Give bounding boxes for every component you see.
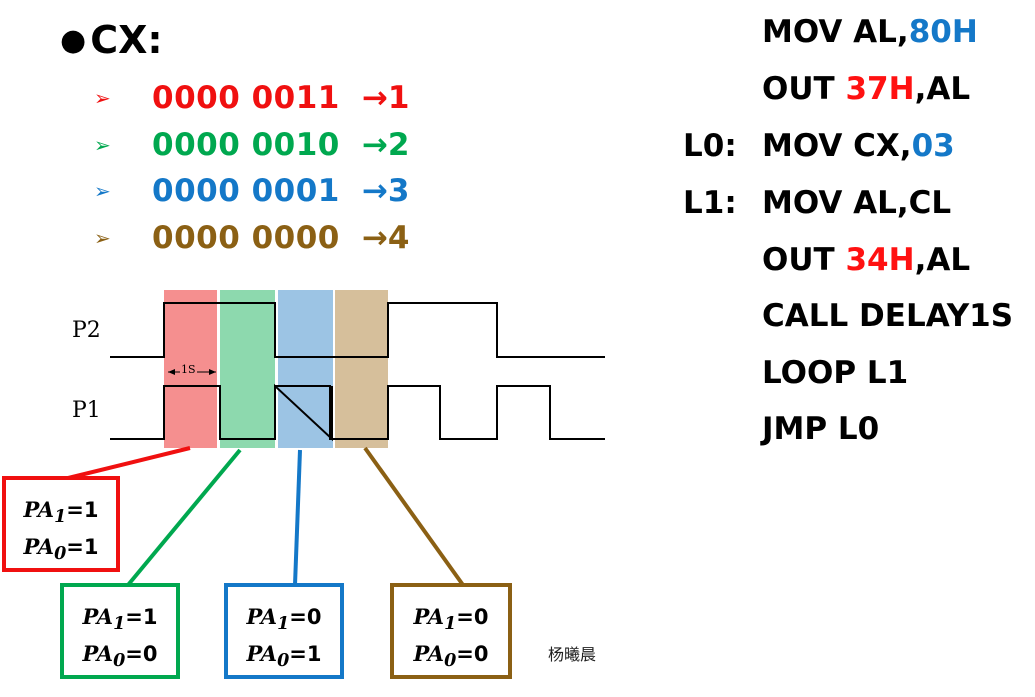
pa0-name: PA bbox=[246, 641, 278, 667]
interval-band-4 bbox=[335, 290, 388, 448]
code-op: LOOP L1 bbox=[762, 355, 909, 391]
pa0-sub: 0 bbox=[444, 651, 457, 672]
code-arg: 80H bbox=[908, 14, 978, 50]
interval-arrowhead-right-icon bbox=[209, 369, 216, 375]
pa1-row: PA1=1 bbox=[23, 497, 99, 528]
author-name: 杨曦晨 bbox=[548, 645, 597, 664]
pa0-row: PA0=1 bbox=[23, 534, 99, 565]
pa1-sub: 1 bbox=[54, 507, 67, 528]
code-line: MOV CX,03 bbox=[762, 128, 955, 164]
signal-label-p2: P2 bbox=[72, 318, 101, 343]
cx-count: →4 bbox=[361, 220, 410, 256]
interval-arrowhead-left-icon bbox=[168, 369, 175, 375]
pa1-name: PA bbox=[413, 604, 445, 629]
pa0-row: PA0=1 bbox=[246, 641, 322, 672]
code-op: OUT bbox=[762, 242, 846, 278]
pa1-sub: 1 bbox=[277, 614, 290, 635]
p1-waveform-cont bbox=[275, 385, 605, 440]
cx-bits: 0000 0001 bbox=[152, 173, 340, 209]
pa0-name: PA bbox=[23, 534, 55, 560]
pa1-row: PA1=1 bbox=[82, 604, 158, 635]
pa1-sub: 1 bbox=[444, 614, 457, 635]
interval-band-2 bbox=[220, 290, 275, 448]
code-arg: 03 bbox=[911, 128, 955, 164]
pa-box-1: PA1=1 PA0=1 bbox=[2, 476, 120, 572]
cx-item-4: ➢ 0000 0000 →4 bbox=[94, 220, 409, 256]
code-line: CALL DELAY1S bbox=[762, 298, 1013, 334]
pa1-name: PA bbox=[23, 497, 55, 522]
pa-box-2: PA1=1 PA0=0 bbox=[60, 583, 180, 679]
arrowhead-bullet-icon: ➢ bbox=[94, 133, 111, 157]
pa0-value: 1 bbox=[83, 535, 99, 560]
pa1-sub: 1 bbox=[113, 614, 126, 635]
code-op: MOV AL,CL bbox=[762, 185, 952, 221]
cx-item-1: ➢ 0000 0011 →1 bbox=[94, 80, 409, 116]
pa0-value: 0 bbox=[142, 642, 158, 667]
cx-bits: 0000 0000 bbox=[152, 220, 340, 256]
slide-title: ●CX: bbox=[60, 18, 163, 62]
cx-item-3: ➢ 0000 0001 →3 bbox=[94, 173, 409, 209]
pa0-name: PA bbox=[413, 641, 445, 667]
connector-red bbox=[59, 446, 191, 482]
cx-bits: 0000 0010 bbox=[152, 127, 340, 163]
pa0-row: PA0=0 bbox=[82, 641, 158, 672]
pa-box-3: PA1=0 PA0=1 bbox=[224, 583, 344, 679]
interval-band-3 bbox=[278, 290, 333, 448]
pa1-row: PA1=0 bbox=[246, 604, 322, 635]
code-op: OUT bbox=[762, 71, 846, 107]
code-op: MOV CX, bbox=[762, 128, 912, 164]
signal-label-p1: P1 bbox=[72, 398, 101, 423]
pa0-name: PA bbox=[82, 641, 114, 667]
pa0-row: PA0=0 bbox=[413, 641, 489, 672]
code-line: JMP L0 bbox=[762, 411, 879, 447]
pa1-value: 0 bbox=[306, 605, 322, 629]
cx-count: →1 bbox=[361, 80, 410, 116]
code-line: MOV AL,CL bbox=[762, 185, 951, 221]
arrowhead-bullet-icon: ➢ bbox=[94, 179, 111, 203]
cx-count: →2 bbox=[361, 127, 410, 163]
pa1-row: PA1=0 bbox=[413, 604, 489, 635]
cx-bits: 0000 0011 bbox=[152, 80, 340, 116]
interval-label: 1S bbox=[180, 363, 197, 376]
code-tail: ,AL bbox=[914, 242, 971, 278]
arrowhead-bullet-icon: ➢ bbox=[94, 86, 111, 110]
code-op: MOV AL, bbox=[762, 14, 909, 50]
pa0-sub: 0 bbox=[54, 544, 67, 565]
code-op: CALL DELAY1S bbox=[762, 298, 1014, 334]
pa1-value: 1 bbox=[83, 498, 99, 522]
code-op: JMP L0 bbox=[762, 411, 880, 447]
cx-item-2: ➢ 0000 0010 →2 bbox=[94, 127, 409, 163]
connector-brown bbox=[363, 446, 465, 587]
code-line: OUT 34H,AL bbox=[762, 242, 970, 278]
connector-blue bbox=[293, 449, 302, 586]
p1-waveform bbox=[110, 383, 333, 442]
pa1-name: PA bbox=[82, 604, 114, 629]
bullet-dot-icon: ● bbox=[60, 23, 87, 58]
code-label: L1: bbox=[683, 185, 737, 221]
p2-waveform bbox=[110, 302, 605, 358]
arrowhead-bullet-icon: ➢ bbox=[94, 226, 111, 250]
code-line: OUT 37H,AL bbox=[762, 71, 970, 107]
cx-count: →3 bbox=[361, 173, 410, 209]
code-line: LOOP L1 bbox=[762, 355, 908, 391]
pa0-value: 1 bbox=[306, 642, 322, 667]
pa1-value: 1 bbox=[142, 605, 158, 629]
connector-green bbox=[126, 448, 242, 587]
code-tail: ,AL bbox=[914, 71, 971, 107]
pa1-name: PA bbox=[246, 604, 278, 629]
code-arg: 37H bbox=[845, 71, 915, 107]
pa0-value: 0 bbox=[473, 642, 489, 667]
title-text: CX: bbox=[90, 18, 163, 62]
pa-box-4: PA1=0 PA0=0 bbox=[390, 583, 512, 679]
pa0-sub: 0 bbox=[277, 651, 290, 672]
pa0-sub: 0 bbox=[113, 651, 126, 672]
code-label: L0: bbox=[683, 128, 737, 164]
code-line: MOV AL,80H bbox=[762, 14, 978, 50]
code-arg: 34H bbox=[845, 242, 915, 278]
pa1-value: 0 bbox=[473, 605, 489, 629]
